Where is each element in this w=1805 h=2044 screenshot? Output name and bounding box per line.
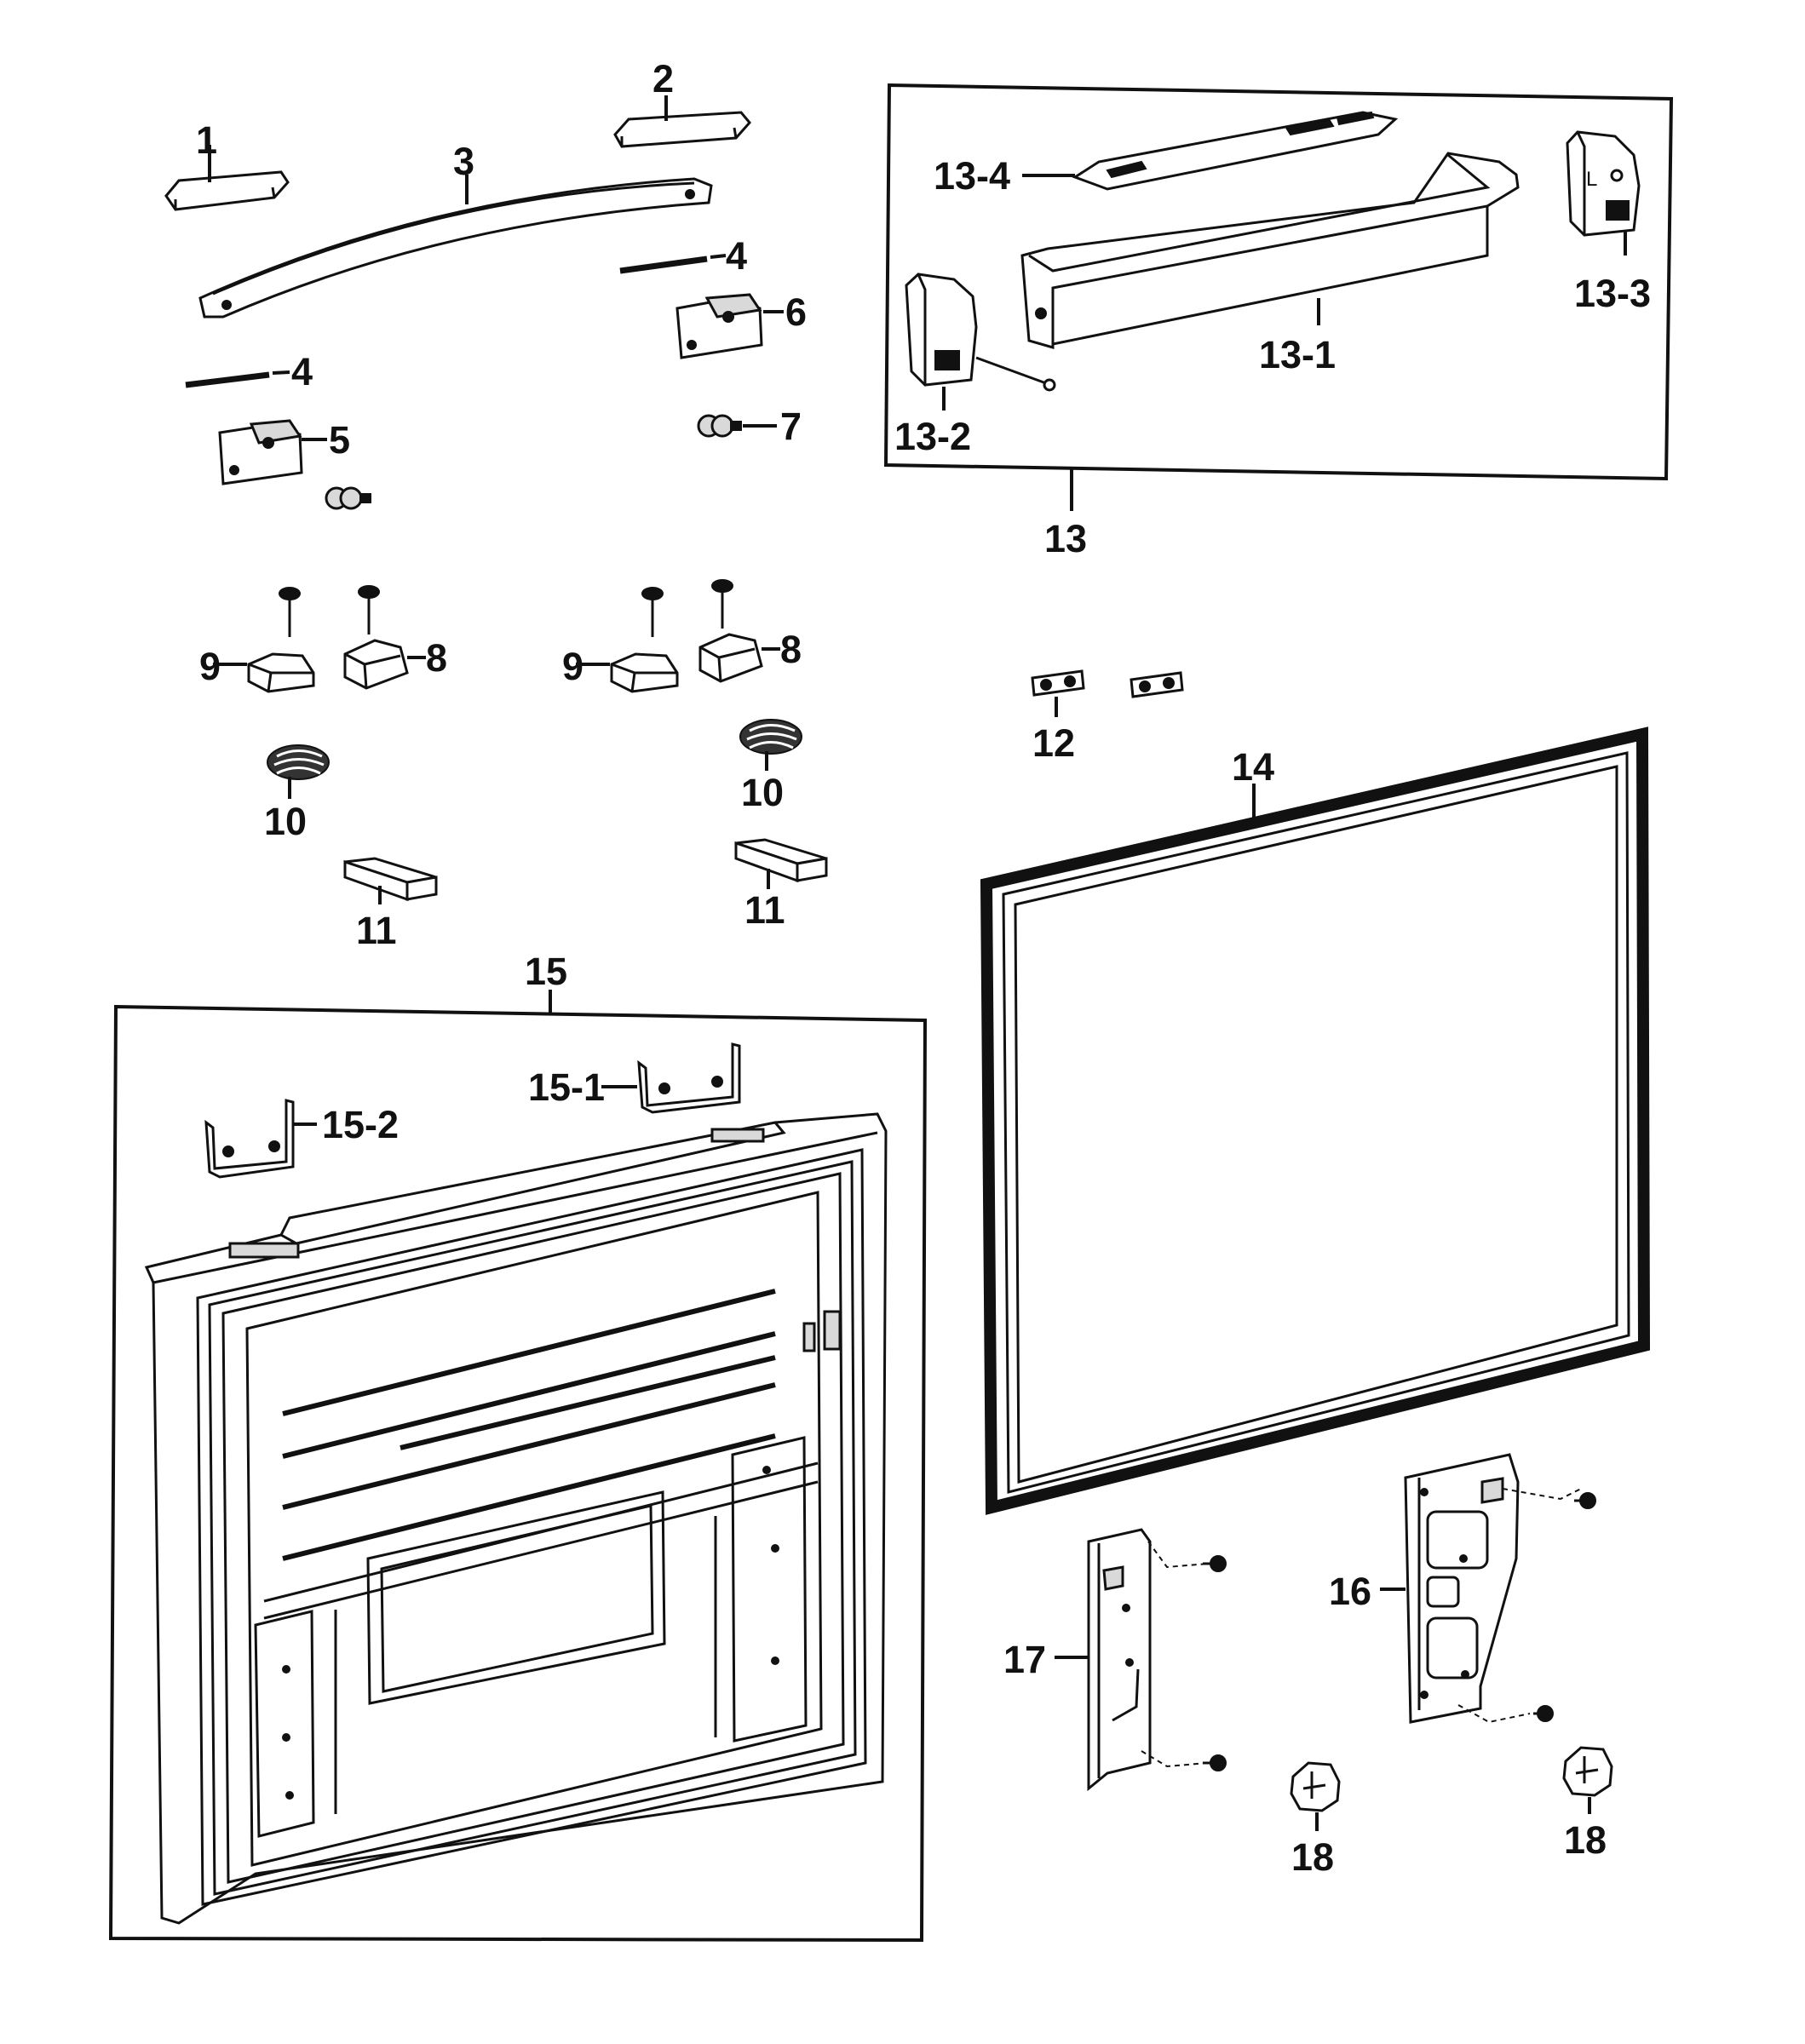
part-9-cam-left — [213, 587, 315, 693]
label-4-right: 4 — [726, 234, 747, 278]
label-4-left: 4 — [291, 350, 313, 393]
part-18-cap-left — [1290, 1761, 1341, 1831]
part-15-2-bracket-left — [204, 1099, 317, 1179]
part-1-hinge-cover-left — [164, 145, 290, 211]
part-18-cap-right — [1562, 1746, 1613, 1814]
label-11-left: 11 — [356, 909, 397, 952]
label-5: 5 — [329, 418, 350, 462]
label-13-2: 13-2 — [894, 415, 971, 458]
part-15-1-bracket-right — [601, 1042, 741, 1114]
label-18-left: 18 — [1291, 1835, 1334, 1879]
guard-letter: L — [1586, 168, 1597, 191]
label-8-right: 8 — [780, 628, 802, 671]
part-11-block-right — [734, 838, 828, 889]
part-13-2-bin-guard-left — [905, 273, 1056, 411]
label-8-left: 8 — [426, 636, 447, 680]
part-4-pin-right — [619, 254, 727, 274]
label-9-right: 9 — [562, 645, 583, 688]
label-15: 15 — [525, 950, 567, 993]
part-6-hinge-right — [675, 293, 784, 359]
part-16-mounting-bracket — [1380, 1453, 1596, 1724]
label-16: 16 — [1329, 1570, 1371, 1613]
part-8-stopper-left — [343, 585, 426, 690]
part-11-block-left — [343, 857, 438, 904]
label-13-4: 13-4 — [934, 154, 1010, 198]
label-10-left: 10 — [264, 800, 307, 843]
part-13-1-door-bin — [1020, 152, 1520, 349]
part-13-3-bin-guard-right: L — [1566, 130, 1641, 256]
label-7: 7 — [780, 405, 802, 448]
label-13-3: 13-3 — [1574, 272, 1651, 315]
part-14-door-gasket — [980, 726, 1651, 1515]
label-2: 2 — [652, 57, 674, 100]
part-8-stopper-right — [698, 579, 780, 683]
label-6: 6 — [785, 290, 807, 334]
label-12: 12 — [1032, 721, 1075, 765]
part-5-hinge-left — [218, 419, 371, 510]
part-10-spring-left — [267, 744, 330, 799]
label-17: 17 — [1003, 1638, 1046, 1681]
label-13-1: 13-1 — [1259, 333, 1336, 376]
part-7-bushing — [697, 414, 777, 438]
part-15-door-assembly — [108, 990, 928, 1943]
label-14: 14 — [1232, 745, 1274, 789]
part-17-mounting-bracket — [1055, 1528, 1227, 1792]
label-1: 1 — [196, 118, 217, 162]
part-10-spring-right — [739, 719, 802, 771]
label-11-right: 11 — [744, 888, 785, 932]
part-4-pin-left — [185, 370, 290, 388]
label-10-right: 10 — [741, 771, 784, 814]
part-3-door-hinge-bar — [198, 175, 713, 319]
label-15-1: 15-1 — [528, 1065, 605, 1109]
part-9-cam-right — [576, 587, 679, 693]
label-9-left: 9 — [199, 645, 221, 688]
label-18-right: 18 — [1564, 1818, 1607, 1862]
part-13-4-bin-cover — [1022, 111, 1399, 191]
label-13: 13 — [1044, 517, 1087, 560]
label-15-2: 15-2 — [322, 1103, 399, 1146]
part-2-hinge-cover-right — [613, 95, 751, 148]
part-13-door-bin-assembly — [883, 83, 1674, 511]
part-12-clip — [1031, 669, 1184, 717]
label-3: 3 — [453, 140, 474, 183]
door-body — [144, 1112, 888, 1925]
